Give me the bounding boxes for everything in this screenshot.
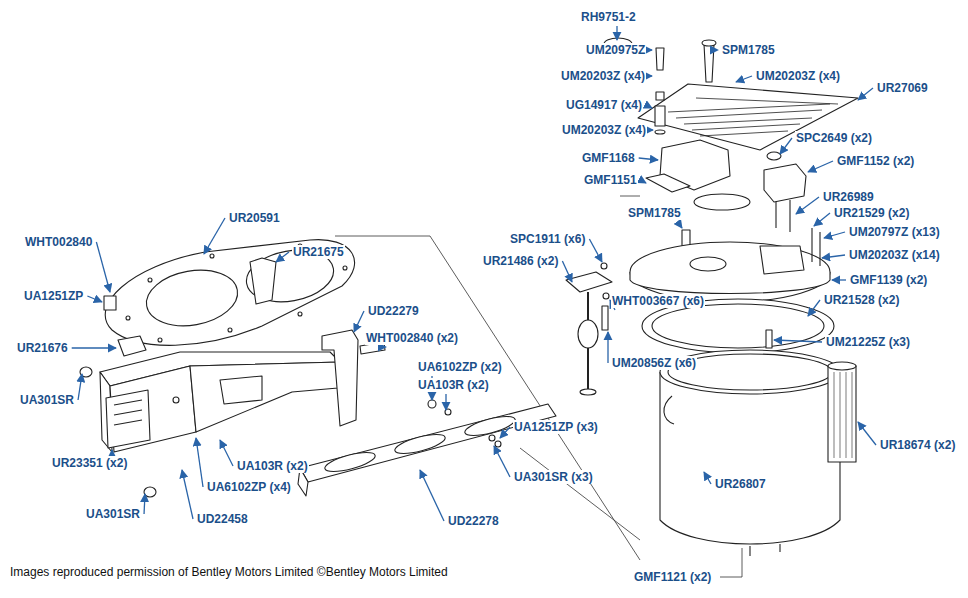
callout-arrow xyxy=(196,438,203,487)
part-number: UR23351 (x2) xyxy=(51,456,128,470)
callout-arrow xyxy=(143,494,145,514)
part-number: SPC1911 (x6) xyxy=(509,232,586,246)
callout-arrow xyxy=(420,470,444,521)
part-number: UA103R (x2) xyxy=(417,378,490,392)
part-number: UR27069 xyxy=(876,81,929,95)
part-number: UR20591 xyxy=(228,211,281,225)
callout-arrow xyxy=(780,138,792,154)
part-number: UA6102ZP (x2) xyxy=(417,360,503,374)
part-number: UM20203Z (x4) xyxy=(755,69,841,83)
part-number: UA1251ZP (x3) xyxy=(513,420,599,434)
callout-arrow xyxy=(649,75,652,76)
callout-arrow xyxy=(646,105,652,108)
callout-arrow xyxy=(678,222,682,228)
part-number: UR21676 xyxy=(16,341,69,355)
part-number: UD22458 xyxy=(196,512,249,526)
part-number: UR26807 xyxy=(714,477,767,491)
callout-arrow xyxy=(276,252,289,262)
part-number: UA6102ZP (x4) xyxy=(206,480,292,494)
part-number: UM20856Z (x6) xyxy=(611,356,697,370)
callout-arrow xyxy=(616,26,617,40)
callout-arrow xyxy=(808,300,820,316)
callout-arrow xyxy=(78,374,82,400)
part-number: WHT002840 (x2) xyxy=(365,331,459,345)
part-number: UM20203Z (x4) xyxy=(560,69,646,83)
part-number: UR18674 (x2) xyxy=(879,438,956,452)
callout-arrow xyxy=(494,446,510,477)
callout-arrow xyxy=(824,232,845,238)
part-number: WHT002840 xyxy=(24,235,93,249)
callout-arrow xyxy=(858,422,876,445)
part-number: SPC2649 (x2) xyxy=(795,131,873,145)
part-number: UR21486 (x2) xyxy=(482,254,559,268)
part-number: RH9751-2 xyxy=(580,10,637,24)
callout-arrow xyxy=(704,472,711,484)
part-number: GMF1168 xyxy=(581,151,636,165)
callout-arrow xyxy=(796,197,819,214)
callout-arrow xyxy=(649,49,652,50)
part-number: GMF1151 xyxy=(583,173,638,187)
part-number: UA301SR xyxy=(19,393,75,407)
callout-arrow xyxy=(111,450,112,454)
callout-arrow xyxy=(641,180,646,183)
callout-arrow xyxy=(72,347,116,348)
part-number: UM20203Z (x4) xyxy=(561,123,647,137)
part-number: UG14917 (x4) xyxy=(565,98,643,112)
part-number: UM21225Z (x3) xyxy=(825,335,911,349)
part-number: GMF1152 (x2) xyxy=(836,154,915,168)
copyright-caption: Images reproduced permission of Bentley … xyxy=(10,565,448,579)
callout-arrow xyxy=(354,311,364,332)
callout-arrow xyxy=(500,427,510,438)
part-number: WHT003667 (x6) xyxy=(611,294,705,308)
callout-arrow xyxy=(814,213,830,226)
part-number: UA301SR xyxy=(85,507,141,521)
part-number: UM20975Z xyxy=(585,43,646,57)
part-number: UR21675 xyxy=(292,245,345,259)
callout-arrow xyxy=(96,242,110,292)
callout-arrow xyxy=(220,440,233,466)
callout-arrow xyxy=(858,88,873,100)
callout-arrow xyxy=(204,218,225,254)
callout-arrow xyxy=(87,296,102,302)
callout-arrow xyxy=(607,332,608,363)
callout-arrow xyxy=(562,261,572,282)
callout-arrow xyxy=(445,394,446,410)
part-number: UD22279 xyxy=(367,304,420,318)
callout-arrow xyxy=(736,76,752,82)
callout-arrow xyxy=(832,279,846,280)
part-number: UR26989 xyxy=(822,190,875,204)
part-number: UM20203Z (x14) xyxy=(848,248,941,262)
part-number: UR21529 (x2) xyxy=(833,206,910,220)
callout-arrow xyxy=(589,239,602,262)
part-number: GMF1139 (x2) xyxy=(849,273,928,287)
callout-arrow xyxy=(182,470,193,519)
part-number: UA301SR (x3) xyxy=(513,470,594,484)
callout-arrow xyxy=(774,340,822,342)
part-number: SPM1785 xyxy=(721,43,776,57)
part-number: UM20797Z (x13) xyxy=(848,225,941,239)
part-number: SPM1785 xyxy=(627,206,682,220)
callout-arrow xyxy=(650,129,653,130)
callout-arrow xyxy=(639,158,658,160)
callout-arrow xyxy=(822,255,845,258)
part-number: UR21528 (x2) xyxy=(823,293,900,307)
part-number: UA103R (x2) xyxy=(236,459,309,473)
part-number: UA1251ZP xyxy=(23,289,84,303)
part-number: UD22278 xyxy=(447,514,500,528)
callout-arrow xyxy=(808,161,833,172)
part-number: GMF1121 (x2) xyxy=(633,570,712,584)
